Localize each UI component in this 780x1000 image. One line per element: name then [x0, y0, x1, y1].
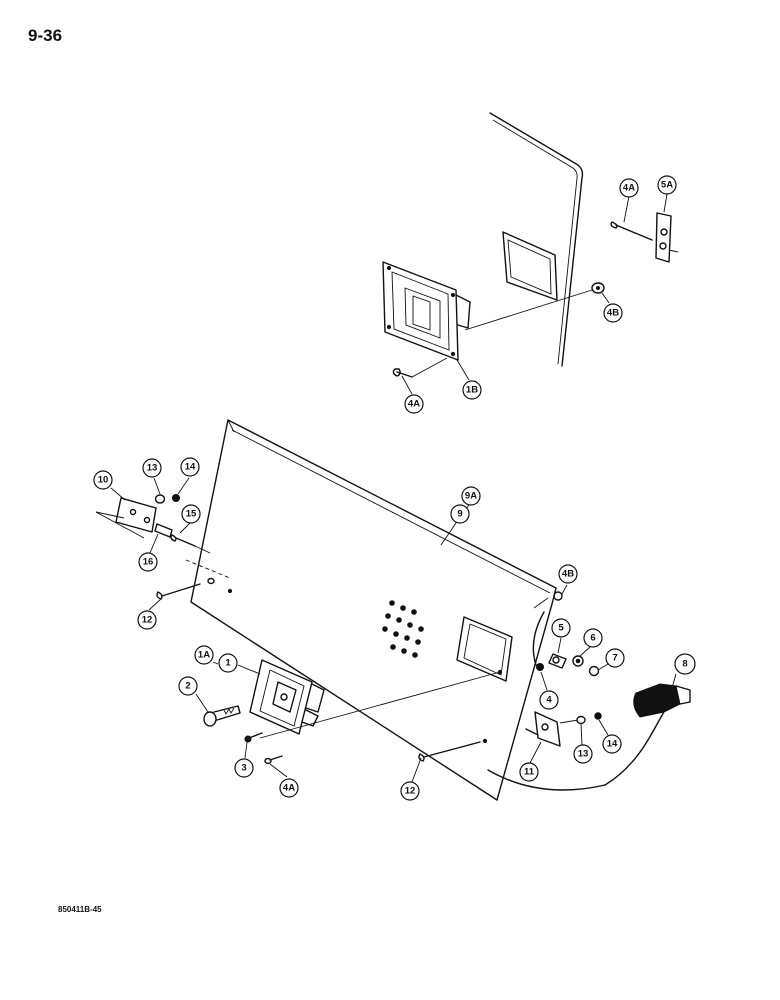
callout-4a-top: 4A: [619, 178, 639, 198]
callout-5a: 5A: [657, 175, 677, 195]
callout-label: 7: [612, 653, 617, 664]
callout-label: 14: [185, 462, 196, 473]
washer-left: [154, 494, 166, 504]
washer-6: [572, 655, 584, 667]
bushing-5: [548, 653, 567, 669]
callout-label: 4B: [607, 308, 619, 319]
callout-16: 16: [138, 552, 158, 572]
callout-label: 4: [546, 695, 552, 706]
callout-label: 13: [147, 463, 158, 474]
callout-label: 9: [457, 509, 462, 520]
callout-13-left: 13: [142, 458, 162, 478]
figure-code: 850411B-45: [58, 905, 102, 914]
callout-label: 4B: [562, 569, 574, 580]
bolt-12-left: [156, 577, 215, 600]
callout-label: 4A: [408, 399, 420, 410]
callout-4a-mid: 4A: [404, 394, 424, 414]
upper-nut: [591, 282, 605, 294]
nut-4-right: [536, 663, 544, 671]
upper-pin: [610, 221, 653, 241]
callout-label: 12: [405, 786, 416, 797]
callout-label: 3: [241, 763, 246, 774]
callout-11: 11: [519, 762, 539, 782]
nut-14-right: [594, 712, 602, 720]
page-number: 9-36: [28, 26, 63, 45]
callout-label: 1A: [198, 650, 210, 661]
leader-lines: [110, 193, 677, 783]
callout-label: 11: [524, 767, 535, 778]
callout-label: 4A: [623, 183, 635, 194]
upper-latch-plate: [382, 261, 471, 361]
callout-2: 2: [178, 676, 198, 696]
main-door-panel: [190, 419, 557, 801]
callout-4b-top: 4B: [603, 303, 623, 323]
upper-panel-edge: [489, 112, 584, 367]
hinge-plate-left: [115, 497, 157, 533]
upper-panel-cutout: [502, 231, 558, 301]
callout-1b: 1B: [462, 380, 482, 400]
callout-12-bottom: 12: [400, 781, 420, 801]
washer-13-right: [576, 715, 586, 725]
panel-right-cutout: [456, 616, 513, 682]
bracket-11: [525, 711, 561, 747]
nut-4b-right: [553, 591, 563, 601]
nut-left: [172, 494, 180, 502]
knob: [604, 683, 691, 786]
callout-label: 5: [558, 623, 564, 634]
upper-bracket: [655, 212, 679, 263]
callout-10: 10: [93, 470, 113, 490]
callout-13-right: 13: [573, 744, 593, 764]
washer-4a-bottom: [264, 755, 283, 765]
callout-label: 6: [590, 633, 595, 644]
callout-6: 6: [583, 628, 603, 648]
screw-3: [244, 732, 263, 743]
callout-4b-right: 4B: [558, 564, 578, 584]
callout-9: 9: [450, 504, 470, 524]
callout-label: 8: [682, 659, 687, 670]
bolt-12-bottom: [418, 741, 481, 762]
callout-8: 8: [674, 653, 696, 675]
cable: [487, 769, 606, 791]
callout-5: 5: [551, 618, 571, 638]
callout-15: 15: [181, 504, 201, 524]
callout-1: 1: [218, 653, 238, 673]
callout-label: 9A: [465, 491, 477, 502]
callout-label: 1B: [466, 385, 478, 396]
callout-9a: 9A: [461, 486, 481, 506]
callout-label: 14: [607, 739, 618, 750]
callout-label: 10: [98, 475, 109, 486]
callout-12-left: 12: [137, 610, 157, 630]
callout-label: 4A: [283, 783, 295, 794]
nut-7: [588, 665, 600, 677]
bolt-left: [170, 534, 196, 547]
callout-1a: 1A: [194, 645, 214, 665]
callout-label: 1: [225, 658, 231, 669]
callout-label: 13: [578, 749, 589, 760]
callout-7: 7: [605, 648, 625, 668]
callout-label: 12: [142, 615, 153, 626]
callout-4: 4: [539, 690, 559, 710]
callout-4a-bottom: 4A: [279, 778, 299, 798]
callout-14-left: 14: [180, 457, 200, 477]
callout-label: 5A: [661, 180, 673, 191]
callout-14-right: 14: [602, 734, 622, 754]
callout-label: 15: [186, 509, 197, 520]
callout-label: 2: [185, 681, 190, 692]
callout-label: 16: [143, 557, 154, 568]
pin-left: [154, 523, 173, 538]
upper-screw: [392, 368, 413, 378]
lock-housing: [249, 659, 325, 735]
key: [203, 705, 241, 727]
callout-3: 3: [234, 758, 254, 778]
vent-holes: [382, 600, 424, 658]
